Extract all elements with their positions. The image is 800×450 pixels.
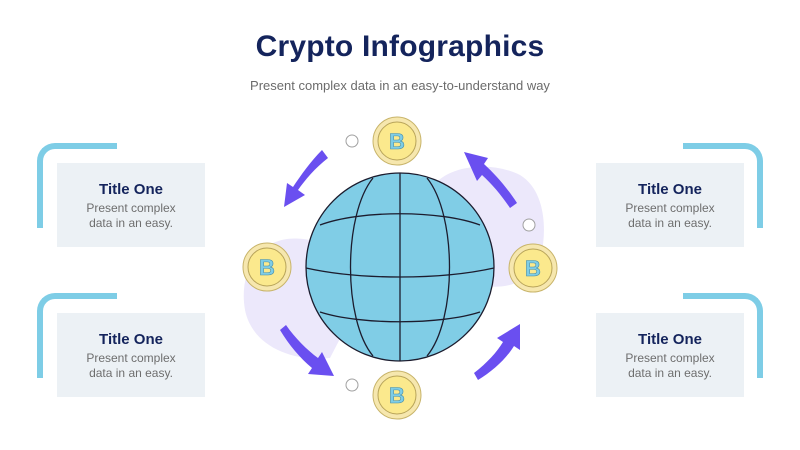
card-description-line: Present complex [86, 351, 176, 365]
bitcoin-coin-icon: B [242, 242, 292, 292]
card-description-line: Present complex [625, 351, 715, 365]
card-description: Present complex data in an easy. [57, 201, 205, 231]
card-description-line: Present complex [86, 201, 176, 215]
curved-arrow-icon [464, 152, 517, 208]
bracket-decoration [37, 293, 117, 378]
svg-text:B: B [259, 255, 275, 280]
bitcoin-coin-icon: B [508, 243, 558, 293]
curved-arrow-icon [284, 150, 328, 207]
card-description-line: data in an easy. [89, 216, 173, 230]
svg-text:B: B [525, 256, 541, 281]
info-card-top-left: Title One Present complex data in an eas… [57, 163, 205, 247]
card-description: Present complex data in an easy. [596, 351, 744, 381]
card-title: Title One [638, 331, 702, 348]
curved-arrow-icon [474, 324, 520, 380]
page-subtitle: Present complex data in an easy-to-under… [250, 78, 550, 93]
info-card-top-right: Title One Present complex data in an eas… [596, 163, 744, 247]
info-card-bottom-left: Title One Present complex data in an eas… [57, 313, 205, 397]
curved-arrow-icon [280, 325, 334, 376]
bitcoin-coin-icon: B [372, 370, 422, 420]
svg-text:B: B [389, 129, 405, 154]
card-description-line: data in an easy. [628, 216, 712, 230]
card-description-line: data in an easy. [89, 366, 173, 380]
bracket-decoration [683, 293, 763, 378]
bitcoin-coin-icon: B [372, 116, 422, 166]
page-title: Crypto Infographics [255, 30, 545, 63]
bracket-decoration [683, 143, 763, 228]
card-description: Present complex data in an easy. [57, 351, 205, 381]
card-description-line: Present complex [625, 201, 715, 215]
svg-text:B: B [389, 383, 405, 408]
card-description: Present complex data in an easy. [596, 201, 744, 231]
bracket-decoration [37, 143, 117, 228]
dot-decoration [345, 134, 536, 392]
info-card-bottom-right: Title One Present complex data in an eas… [596, 313, 744, 397]
card-title: Title One [99, 181, 163, 198]
card-title: Title One [638, 181, 702, 198]
card-description-line: data in an easy. [628, 366, 712, 380]
globe-icon [305, 172, 495, 362]
card-title: Title One [99, 331, 163, 348]
